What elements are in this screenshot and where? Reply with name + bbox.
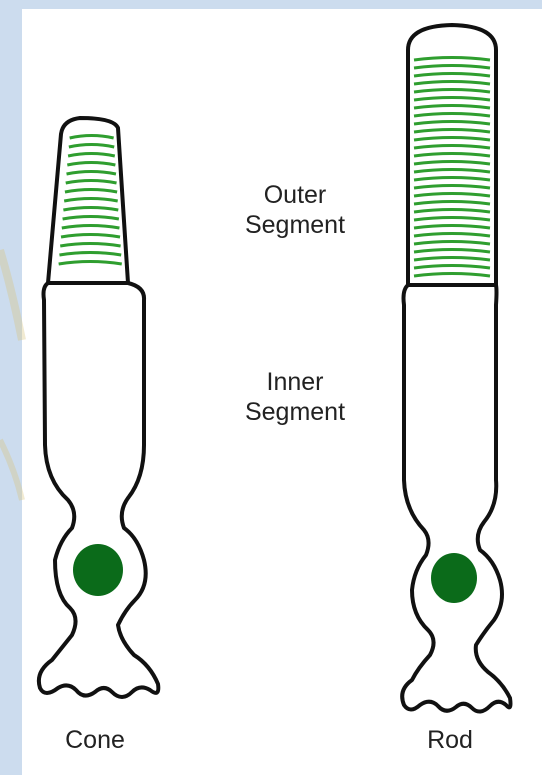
inner-segment-label-line1: Inner — [200, 367, 390, 397]
rod-inner-segment — [402, 285, 510, 712]
cone-nucleus — [73, 544, 123, 596]
rod-nucleus — [431, 553, 477, 603]
rod-cell — [402, 25, 510, 712]
outer-segment-label-line1: Outer — [200, 180, 390, 210]
inner-segment-label-line2: Segment — [200, 397, 390, 427]
cone-inner-segment — [39, 283, 158, 697]
outer-segment-label-line2: Segment — [200, 210, 390, 240]
inner-segment-label: Inner Segment — [200, 367, 390, 427]
background-decoration — [0, 250, 22, 500]
cone-disc-stack — [59, 136, 122, 265]
outer-segment-label: Outer Segment — [200, 180, 390, 240]
cone-cell — [39, 118, 158, 697]
cone-label: Cone — [40, 725, 150, 755]
rod-label: Rod — [395, 725, 505, 755]
